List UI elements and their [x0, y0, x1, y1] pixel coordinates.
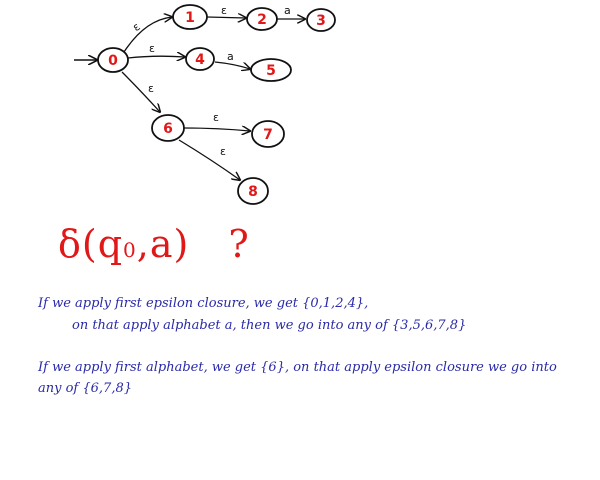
note-line-3: If we apply first alphabet, we get {6}, …	[38, 360, 557, 375]
question-subscript: 0	[123, 238, 137, 262]
edge-label-2-3: a	[284, 4, 291, 17]
state-label-7: 7	[263, 127, 273, 143]
state-6	[151, 114, 185, 142]
nfa-diagram: ε ε a ε a ε ε ε 0 1 2 3 4 5 6 7 8	[74, 4, 336, 205]
edge-label-4-5: a	[227, 50, 234, 63]
question-args: ,a)	[136, 222, 190, 266]
state-label-1: 1	[185, 10, 195, 26]
state-1	[172, 4, 208, 30]
state-label-4: 4	[195, 52, 205, 68]
note-line-2: on that apply alphabet a, then we go int…	[72, 318, 467, 333]
question-delta: δ(q	[58, 222, 124, 266]
state-label-6: 6	[163, 121, 173, 137]
state-label-3: 3	[316, 13, 326, 29]
state-0	[97, 47, 129, 73]
state-label-8: 8	[248, 184, 258, 200]
edge-4-5	[214, 61, 250, 69]
edge-0-1	[123, 17, 172, 53]
transition-question: δ(q0,a) ?	[58, 222, 250, 266]
note-line-1: If we apply first epsilon closure, we ge…	[38, 296, 369, 311]
note-line-4: any of {6,7,8}	[38, 381, 132, 396]
state-8	[237, 177, 269, 205]
state-label-5: 5	[266, 63, 276, 79]
edge-label-6-8: ε	[220, 145, 226, 158]
edge-6-7	[183, 128, 250, 131]
state-label-2: 2	[257, 12, 267, 28]
state-3	[306, 8, 336, 32]
edge-6-8	[178, 139, 240, 180]
state-label-0: 0	[108, 53, 118, 69]
edge-label-0-4: ε	[149, 42, 155, 55]
edge-label-6-7: ε	[213, 111, 219, 124]
state-7	[251, 120, 285, 148]
state-4	[185, 47, 215, 71]
edge-0-6	[121, 71, 160, 112]
question-mark: ?	[228, 222, 250, 266]
edge-label-0-6: ε	[148, 82, 154, 95]
edge-1-2	[206, 17, 246, 18]
edge-0-4	[127, 56, 185, 58]
edge-label-1-2: ε	[221, 4, 227, 17]
state-2	[246, 7, 278, 31]
state-5	[250, 58, 292, 82]
